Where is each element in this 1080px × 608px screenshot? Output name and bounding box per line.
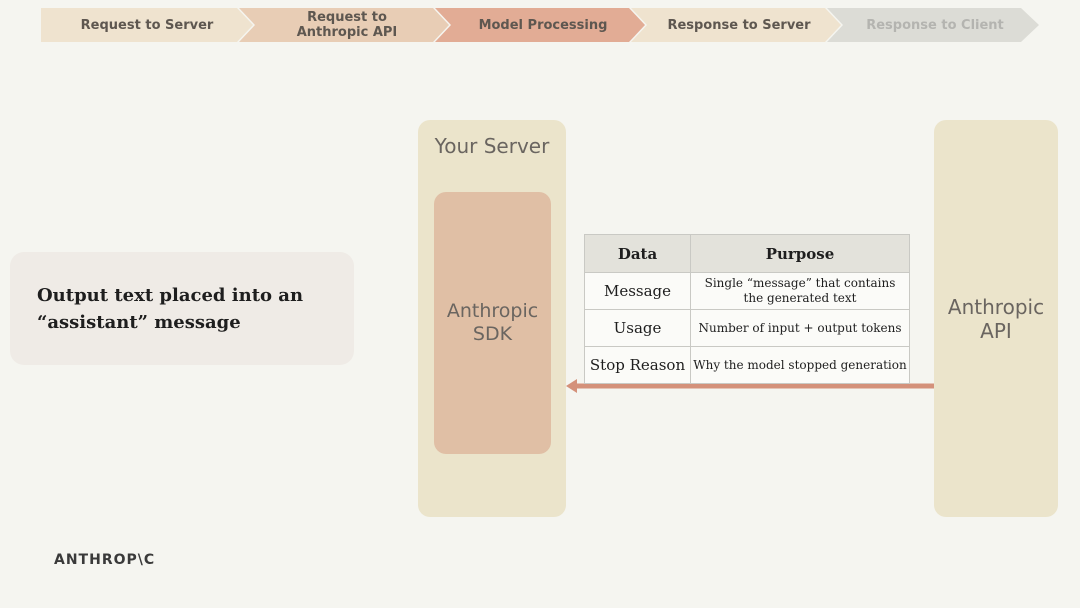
table-cell-purpose: Why the model stopped generation — [690, 346, 910, 384]
process-steps-bar: Request to Server Request to Anthropic A… — [41, 8, 1041, 42]
process-step-shape-4 — [631, 8, 841, 42]
table-header-row: Data Purpose — [584, 234, 910, 273]
process-step-label-4: Response to Server — [667, 17, 811, 33]
table-cell-purpose: Single “message” that contains the gener… — [690, 272, 910, 310]
table-header-data: Data — [584, 234, 691, 273]
table-row: Usage Number of input + output tokens — [584, 309, 910, 347]
table-cell-data: Message — [584, 272, 691, 310]
process-steps-shapes — [41, 8, 1039, 42]
your-server-title: Your Server — [434, 134, 550, 158]
response-data-table: Data Purpose Message Single “message” th… — [584, 234, 910, 384]
table-header-purpose: Purpose — [690, 234, 910, 273]
anthropic-sdk-box: Anthropic SDK — [434, 192, 551, 454]
process-step-label-2: Request to Anthropic API — [296, 10, 398, 40]
table-cell-purpose: Number of input + output tokens — [690, 309, 910, 347]
table-row: Message Single “message” that contains t… — [584, 272, 910, 310]
table-row: Stop Reason Why the model stopped genera… — [584, 346, 910, 384]
output-message-box: Output text placed into an “assistant” m… — [10, 252, 354, 365]
process-step-shape-3 — [435, 8, 645, 42]
process-step-shape-5 — [827, 8, 1039, 42]
anthropic-logo: ANTHROP\C — [54, 552, 156, 568]
response-arrow-head — [566, 379, 577, 393]
process-step-label-5: Response to Client — [866, 17, 1004, 33]
anthropic-api-column: Anthropic API — [934, 120, 1058, 517]
process-step-shape-1 — [41, 8, 253, 42]
anthropic-api-label: Anthropic API — [947, 294, 1045, 343]
table-cell-data: Stop Reason — [584, 346, 691, 384]
response-arrow — [566, 379, 934, 393]
process-step-label-1: Request to Server — [80, 17, 214, 33]
table-cell-data: Usage — [584, 309, 691, 347]
process-step-shape-2 — [239, 8, 449, 42]
output-message-text: Output text placed into an “assistant” m… — [37, 285, 304, 333]
anthropic-sdk-label: Anthropic SDK — [446, 300, 539, 345]
process-step-label-3: Model Processing — [478, 17, 608, 33]
your-server-column: Your Server Anthropic SDK — [418, 120, 566, 517]
